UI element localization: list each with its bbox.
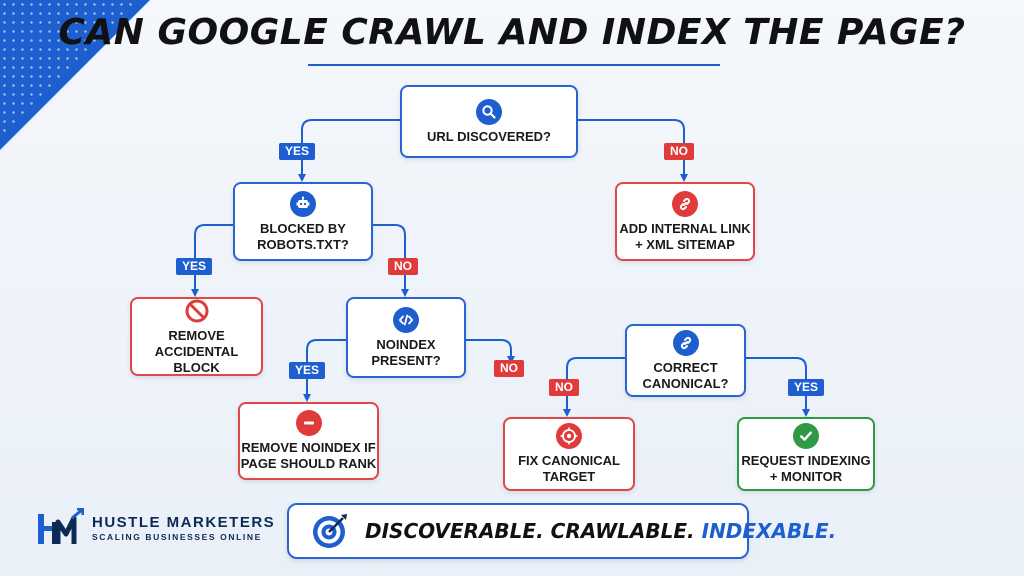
connector-canonical-to-fix <box>563 357 625 417</box>
connector-canonical-to-request <box>746 357 810 417</box>
title-underline <box>308 64 720 66</box>
link-icon <box>672 190 698 217</box>
node-request-indexing: REQUEST INDEXING + MONITOR <box>737 417 875 491</box>
node-label: REQUEST INDEXING + MONITOR <box>741 453 871 484</box>
footer-slogan: DISCOVERABLE. CRAWLABLE. INDEXABLE. <box>365 519 836 543</box>
connector-noindex-to-no <box>466 339 515 364</box>
node-correct-canonical: CORRECT CANONICAL? <box>625 324 746 397</box>
no-badge-url-discovered: NO <box>664 143 694 160</box>
code-icon <box>393 306 419 333</box>
prohibited-icon <box>184 298 210 324</box>
footer-part-indexable: INDEXABLE. <box>701 519 837 543</box>
footer-banner: DISCOVERABLE. CRAWLABLE. INDEXABLE. <box>287 503 836 559</box>
node-label: CORRECT CANONICAL? <box>642 359 729 391</box>
minus-circle-icon <box>295 410 322 436</box>
node-url-discovered: URL DISCOVERED? <box>400 85 578 158</box>
node-label: FIX CANONICAL TARGET <box>518 453 620 484</box>
robot-icon <box>290 190 316 217</box>
target-arrow-icon <box>311 512 349 550</box>
footer-part-crawlable: CRAWLABLE. <box>550 519 695 543</box>
brand-tagline: SCALING BUSINESSES ONLINE <box>92 531 262 542</box>
node-label: ADD INTERNAL LINK + XML SITEMAP <box>619 220 751 252</box>
no-badge-canonical: NO <box>549 379 579 396</box>
page-title: CAN GOOGLE CRAWL AND INDEX THE PAGE? <box>58 12 966 53</box>
node-noindex-present: NOINDEX PRESENT? <box>346 297 466 378</box>
node-remove-accidental-block: REMOVE ACCIDENTAL BLOCK <box>130 297 263 376</box>
node-label: NOINDEX PRESENT? <box>371 336 441 368</box>
connector-url-to-add-link <box>578 119 688 182</box>
node-label: REMOVE NOINDEX IF PAGE SHOULD RANK <box>240 440 377 471</box>
connector-url-to-robots <box>298 119 400 182</box>
footer-part-discoverable: DISCOVERABLE. <box>365 519 544 543</box>
brand-name: HUSTLE MARKETERS <box>92 513 276 531</box>
connector-noindex-to-remove-noindex <box>303 339 346 402</box>
search-icon <box>476 98 502 125</box>
yes-badge-robots: YES <box>176 258 213 275</box>
no-badge-noindex: NO <box>494 360 524 377</box>
node-blocked-by-robots: BLOCKED BY ROBOTS.TXT? <box>233 182 373 261</box>
brand: HUSTLE MARKETERS SCALING BUSINESSES ONLI… <box>36 507 276 548</box>
node-label: BLOCKED BY ROBOTS.TXT? <box>257 220 349 252</box>
node-label: URL DISCOVERED? <box>427 128 551 144</box>
yes-badge-noindex: YES <box>289 362 326 379</box>
brand-logo <box>36 507 85 548</box>
target-icon <box>556 423 582 449</box>
yes-badge-canonical: YES <box>788 379 825 396</box>
check-icon <box>793 423 819 449</box>
no-badge-robots: NO <box>388 258 418 275</box>
yes-badge-url-discovered: YES <box>279 143 316 160</box>
link-icon <box>672 329 699 356</box>
node-fix-canonical-target: FIX CANONICAL TARGET <box>503 417 635 491</box>
node-add-internal-link: ADD INTERNAL LINK + XML SITEMAP <box>615 182 755 261</box>
connector-robots-to-remove-block <box>191 224 233 297</box>
node-label: REMOVE ACCIDENTAL BLOCK <box>154 327 239 375</box>
node-remove-noindex: REMOVE NOINDEX IF PAGE SHOULD RANK <box>238 402 379 480</box>
connector-robots-to-noindex <box>373 224 409 297</box>
